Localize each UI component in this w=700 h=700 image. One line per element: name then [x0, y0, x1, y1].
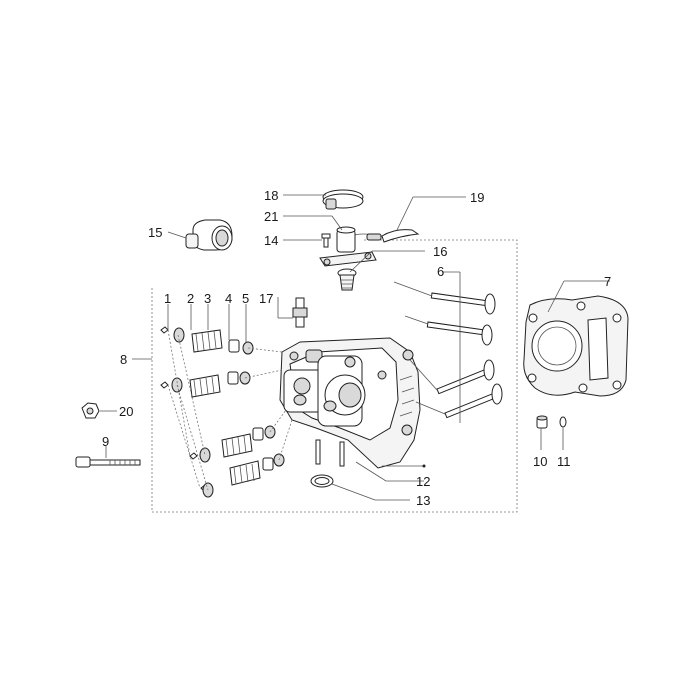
callout-6: 6 — [437, 264, 444, 279]
valve-parts — [426, 292, 503, 419]
thermostat-housing-part — [319, 226, 382, 267]
callout-2: 2 — [187, 291, 194, 306]
hose-clamp-part — [322, 189, 364, 210]
valve-guide-parts — [227, 339, 274, 471]
callout-8: 8 — [120, 352, 127, 367]
bolt-part — [75, 456, 141, 468]
head-gasket-part — [523, 295, 629, 397]
callout-1: 1 — [164, 291, 171, 306]
callout-18: 18 — [264, 188, 278, 203]
callout-16: 16 — [433, 244, 447, 259]
assembly-group-frame — [151, 239, 518, 513]
housing-screw-part — [321, 233, 331, 248]
o-ring-part — [310, 474, 334, 488]
valve-spring-parts — [189, 329, 261, 486]
callout-14: 14 — [264, 233, 278, 248]
callout-17: 17 — [259, 291, 273, 306]
dowel-part — [536, 415, 548, 429]
callout-9: 9 — [102, 434, 109, 449]
stud-parts — [315, 439, 345, 467]
oil-seal-parts — [239, 341, 285, 467]
elbow-fitting-part — [185, 219, 233, 251]
thermostat-part — [337, 268, 357, 291]
callout-19: 19 — [470, 190, 484, 205]
cylinder-head-part — [279, 337, 421, 469]
callout-4: 4 — [225, 291, 232, 306]
callout-3: 3 — [204, 291, 211, 306]
callout-21: 21 — [264, 209, 278, 224]
spark-plug-part — [292, 297, 308, 328]
callout-5: 5 — [242, 291, 249, 306]
nut-part — [81, 402, 100, 419]
callout-20: 20 — [119, 404, 133, 419]
callout-15: 15 — [148, 225, 162, 240]
callout-12: 12 — [416, 474, 430, 489]
leader-lines — [100, 194, 610, 501]
callout-7: 7 — [604, 274, 611, 289]
callout-11: 11 — [557, 454, 571, 469]
valve-washer-parts — [171, 327, 214, 498]
small-o-ring-part — [559, 416, 567, 428]
callout-10: 10 — [533, 454, 547, 469]
callout-13: 13 — [416, 493, 430, 508]
